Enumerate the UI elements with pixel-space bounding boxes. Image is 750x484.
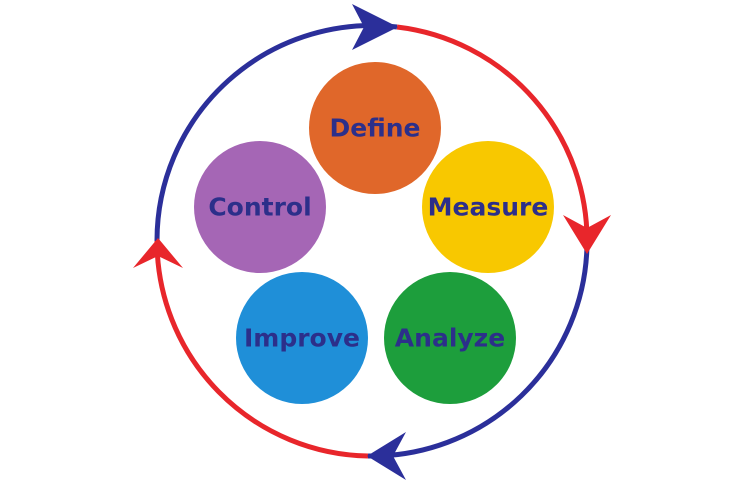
ring-arc-bottom-right [367, 244, 590, 459]
stage-label-measure: Measure [428, 193, 549, 222]
stage-label-define: Define [330, 114, 421, 143]
arrow-up-icon [133, 238, 183, 268]
arrow-right-icon [352, 4, 398, 50]
stage-define: Define [309, 62, 441, 194]
ring-arc-top-right [396, 24, 590, 246]
arrow-down-icon [563, 215, 611, 254]
stage-circle-control [194, 141, 326, 273]
stage-label-improve: Improve [244, 324, 360, 353]
stage-analyze: Analyze [384, 272, 516, 404]
cycle-ring [154, 23, 590, 459]
ring-arc-bottom-left [154, 240, 369, 459]
stage-control: Control [194, 141, 326, 273]
stage-improve: Improve [236, 272, 368, 404]
ring-arc-top-left [154, 23, 398, 242]
stage-label-analyze: Analyze [395, 324, 505, 353]
stage-circle-define [309, 62, 441, 194]
stage-circle-improve [236, 272, 368, 404]
stage-circle-measure [422, 141, 554, 273]
stage-measure: Measure [422, 141, 554, 273]
arrow-left-icon [367, 432, 406, 480]
stage-circle-analyze [384, 272, 516, 404]
stage-label-control: Control [208, 193, 311, 222]
